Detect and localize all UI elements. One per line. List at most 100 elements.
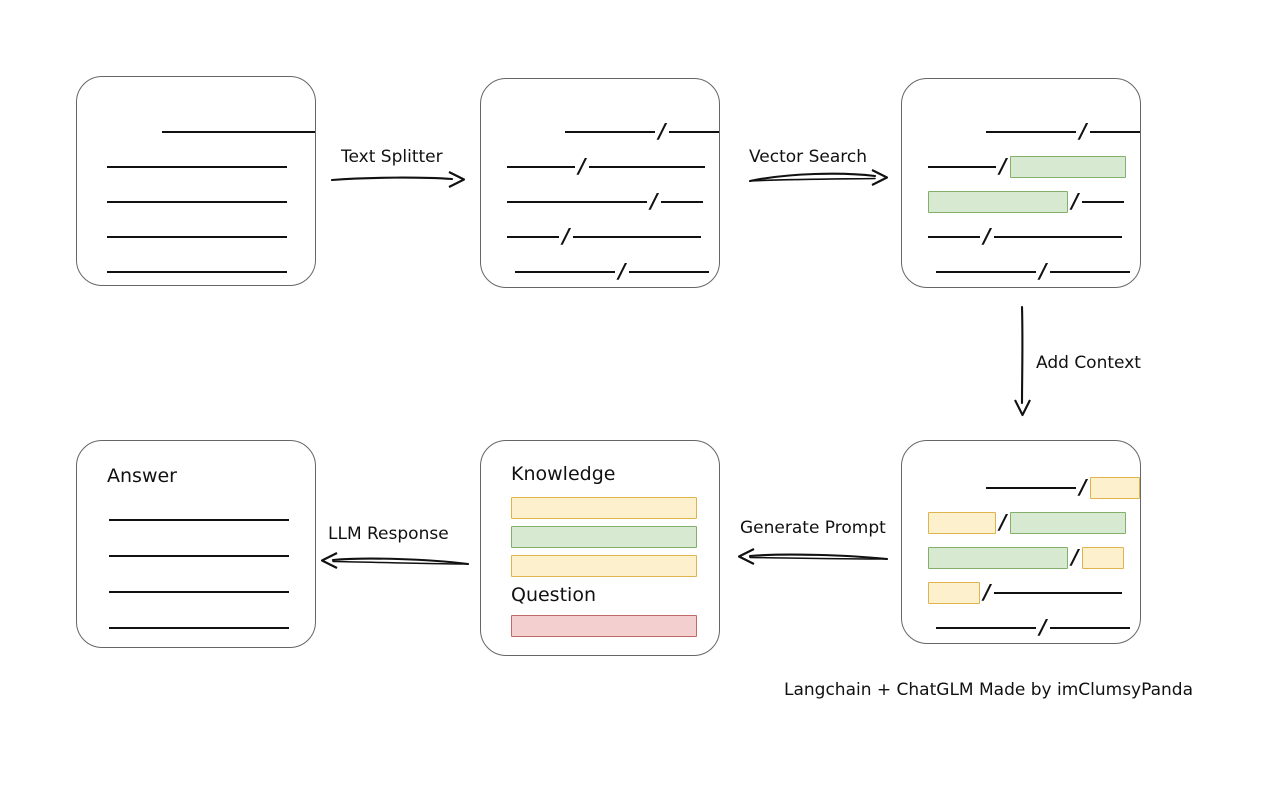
node-source-document[interactable] <box>76 76 316 286</box>
chunk-separator-slash: / <box>1039 615 1047 639</box>
text-line <box>107 261 315 283</box>
text-underline <box>107 201 287 203</box>
text-underline <box>573 236 701 238</box>
highlight-yellow <box>928 582 980 604</box>
text-underline <box>936 627 1036 629</box>
text-underline <box>1050 627 1130 629</box>
arrow-text-splitter <box>330 171 466 188</box>
text-line: / <box>507 261 719 283</box>
highlight-yellow <box>511 555 697 577</box>
chunk-separator-slash: / <box>983 580 991 604</box>
text-line: / <box>928 617 1140 639</box>
text-line: / <box>928 512 1140 534</box>
highlight-yellow <box>1082 547 1124 569</box>
node-split-chunks[interactable]: / / / / / <box>480 78 720 288</box>
text-line <box>107 121 315 143</box>
highlight-green <box>928 547 1068 569</box>
text-underline <box>928 166 996 168</box>
text-underline <box>589 166 705 168</box>
text-underline <box>507 236 559 238</box>
arrow-generate-prompt <box>737 548 889 565</box>
chunk-separator-slash: / <box>983 224 991 248</box>
chunk-separator-slash: / <box>999 154 1007 178</box>
highlight-yellow <box>1089 477 1140 499</box>
highlight-green <box>1010 156 1126 178</box>
text-line <box>109 509 315 531</box>
chunk-separator-slash: / <box>1071 545 1079 569</box>
footer-credit: Langchain + ChatGLM Made by imClumsyPand… <box>784 680 1193 700</box>
text-underline <box>107 271 287 273</box>
text-underline <box>507 166 575 168</box>
arrow-label-llm-response: LLM Response <box>328 524 449 544</box>
node-answer[interactable]: Answer <box>76 440 316 648</box>
text-underline <box>507 201 647 203</box>
highlight-yellow <box>928 512 996 534</box>
chunk-separator-slash: / <box>999 510 1007 534</box>
text-underline <box>629 271 709 273</box>
text-underline <box>994 236 1122 238</box>
arrow-add-context <box>1014 305 1031 417</box>
text-line <box>109 617 315 639</box>
node-prompt[interactable]: Knowledge Question <box>480 440 720 656</box>
text-line <box>107 191 315 213</box>
chunk-separator-slash: / <box>618 259 626 283</box>
text-line: / <box>507 226 719 248</box>
node-retrieved-chunks[interactable]: / / / / / <box>901 78 1141 288</box>
highlight-yellow <box>511 497 697 519</box>
knowledge-heading: Knowledge <box>511 463 616 485</box>
text-line <box>109 581 315 603</box>
text-underline <box>985 487 1077 489</box>
chunk-separator-slash: / <box>1079 119 1087 143</box>
text-line: / <box>928 261 1140 283</box>
chunk-separator-slash: / <box>562 224 570 248</box>
text-underline <box>109 591 289 593</box>
text-underline <box>668 131 719 133</box>
text-underline <box>109 519 289 521</box>
text-line: / <box>928 191 1140 213</box>
text-underline <box>162 131 315 133</box>
text-underline <box>661 201 703 203</box>
text-line: / <box>507 156 719 178</box>
text-line: / <box>928 121 1140 143</box>
text-underline <box>1050 271 1130 273</box>
highlight-green <box>928 191 1068 213</box>
arrow-label-text-splitter: Text Splitter <box>341 147 443 167</box>
text-underline <box>1082 201 1124 203</box>
text-line: / <box>928 156 1140 178</box>
text-underline <box>985 131 1077 133</box>
text-underline <box>928 236 980 238</box>
text-line: / <box>507 191 719 213</box>
question-heading: Question <box>511 584 596 606</box>
text-underline <box>564 131 656 133</box>
chunk-separator-slash: / <box>578 154 586 178</box>
text-underline <box>109 555 289 557</box>
arrow-label-generate-prompt: Generate Prompt <box>740 518 886 538</box>
arrow-llm-response <box>320 552 470 569</box>
highlight-green <box>511 526 697 548</box>
chunk-separator-slash: / <box>658 119 666 143</box>
text-underline <box>1089 131 1140 133</box>
text-line: / <box>928 582 1140 604</box>
chunk-separator-slash: / <box>650 189 658 213</box>
text-line: / <box>928 547 1140 569</box>
chunk-separator-slash: / <box>1071 189 1079 213</box>
chunk-separator-slash: / <box>1039 259 1047 283</box>
highlight-red <box>511 615 697 637</box>
answer-heading: Answer <box>107 465 177 487</box>
text-line <box>107 226 315 248</box>
text-underline <box>936 271 1036 273</box>
text-underline <box>994 592 1122 594</box>
text-line: / <box>928 477 1140 499</box>
text-underline <box>109 627 289 629</box>
text-underline <box>107 236 287 238</box>
arrow-label-vector-search: Vector Search <box>749 147 867 167</box>
text-underline <box>107 166 287 168</box>
node-context-chunks[interactable]: / / / / / <box>901 440 1141 644</box>
arrow-vector-search <box>748 169 889 186</box>
highlight-green <box>1010 512 1126 534</box>
text-line <box>107 156 315 178</box>
text-underline <box>515 271 615 273</box>
chunk-separator-slash: / <box>1079 475 1087 499</box>
text-line <box>109 545 315 567</box>
